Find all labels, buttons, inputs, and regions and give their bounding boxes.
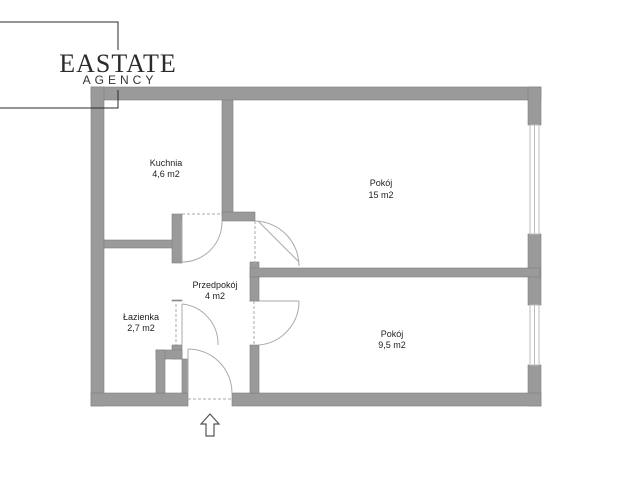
wall-bath-step-v — [155, 349, 166, 394]
wall-hall-right-lower — [249, 344, 260, 394]
logo: EASTATE AGENCY — [0, 21, 177, 109]
door-room-small-swing — [258, 300, 300, 346]
logo-frame-lower — [0, 90, 119, 109]
room-area-hallway: 4 m2 — [205, 291, 225, 301]
wall-room-divider — [249, 267, 541, 278]
entrance-arrow-icon — [199, 413, 221, 437]
room-area-kitchen: 4,6 m2 — [152, 169, 180, 179]
door-room-large — [254, 220, 300, 267]
entrance-arrow-shape — [199, 413, 221, 437]
wall-hall-inner-left — [181, 358, 189, 394]
wall-left — [90, 86, 105, 407]
door-bathroom — [175, 303, 219, 346]
room-area-small: 9,5 m2 — [378, 340, 406, 350]
room-area-bathroom: 2,7 m2 — [127, 323, 155, 333]
room-name-kitchen: Kuchnia — [150, 158, 183, 168]
wall-top — [90, 86, 542, 101]
wall-kitchen-bottom — [103, 239, 175, 249]
door-room-large-leaf — [257, 220, 300, 263]
room-name-small: Pokój — [381, 329, 404, 339]
room-name-large: Pokój — [370, 178, 393, 188]
wall-right-upper — [527, 86, 542, 126]
door-bathroom-swing — [181, 303, 219, 346]
wall-kitchen-room — [221, 99, 234, 216]
door-room-small — [253, 300, 300, 346]
windows — [529, 124, 540, 366]
wall-bottom-left — [90, 392, 189, 407]
door-room-large-swing — [254, 220, 300, 267]
room-name-hallway: Przedpokój — [192, 280, 237, 290]
logo-tagline: AGENCY — [83, 73, 158, 87]
room-area-large: 15 m2 — [368, 190, 393, 200]
wall-bath-top-pillar — [171, 299, 183, 302]
wall-room-divider-lower — [249, 276, 260, 302]
wall-kitchen-pillar — [171, 213, 183, 264]
door-kitchen-swing — [181, 220, 223, 263]
walls — [90, 86, 542, 407]
logo-name: EASTATE — [59, 49, 177, 78]
wall-bottom-right — [231, 392, 542, 407]
room-name-bathroom: Łazienka — [123, 312, 159, 322]
logo-frame — [0, 21, 119, 50]
door-kitchen — [181, 213, 223, 263]
door-entrance — [187, 348, 233, 400]
room-labels: Kuchnia 4,6 m2 Pokój 15 m2 Przedpokój 4 … — [123, 158, 406, 350]
wall-kitchen-room-stub — [221, 211, 256, 222]
doors — [175, 213, 300, 400]
door-entrance-swing — [187, 348, 233, 394]
